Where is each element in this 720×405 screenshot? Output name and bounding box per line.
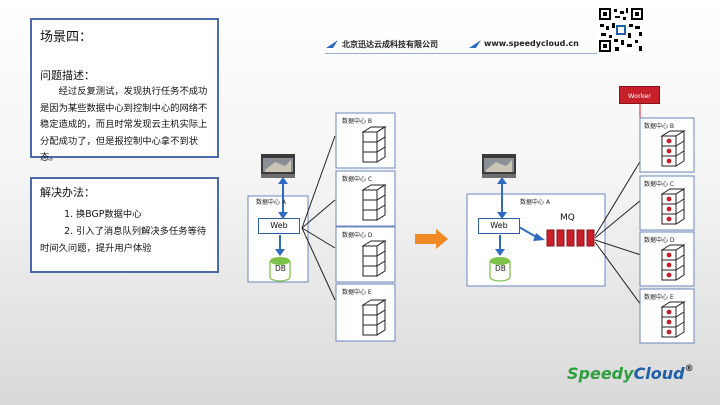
right-dc-d-label: 数据中心 D	[644, 237, 675, 244]
transition-arrow-icon	[415, 229, 448, 249]
header-arrow-icon	[469, 40, 481, 48]
left-db-label: DB	[275, 264, 286, 273]
left-dc-d-label: 数据中心 D	[342, 232, 373, 239]
qr-code	[597, 6, 645, 54]
solution-panel: 解决办法： 1. 换BGP数据中心 2. 引入了消息队列解决多任务等待时间久问题…	[30, 177, 219, 273]
right-db-label: DB	[495, 264, 506, 273]
company-name: 北京迅达云成科技有限公司	[342, 40, 438, 49]
server-cube-icon	[362, 126, 386, 163]
left-dc-a-label: 数据中心 A	[256, 199, 287, 206]
left-dc-e-label: 数据中心 E	[342, 289, 372, 296]
problem-text: 经过反复测试，发现执行任务不成功是因为某些数据中心到控制中心的网络不稳定造成的，…	[40, 86, 208, 163]
scenario-title: 场景四：	[40, 30, 93, 45]
qr-code-icon	[597, 6, 645, 54]
left-dc-c-label: 数据中心 C	[342, 176, 373, 183]
right-web-node: Web	[478, 218, 520, 234]
solution-heading: 解决办法：	[40, 186, 95, 199]
website-link[interactable]: www.speedycloud.cn	[484, 39, 579, 48]
registered-mark: ®	[684, 364, 694, 374]
header-arrow-icon	[326, 40, 338, 48]
worker-server-icon	[662, 131, 684, 166]
right-dc-b-label: 数据中心 B	[644, 123, 675, 130]
header-bar: 北京迅达云成科技有限公司 www.speedycloud.cn	[324, 38, 602, 50]
logo-part-1: Speedy	[567, 364, 634, 383]
solution-item-2: 2. 引入了消息队列解决多任务等待时间久问题，提升用户体验	[40, 226, 207, 254]
server-cube-icon	[362, 240, 386, 277]
worker-server-icon	[662, 245, 684, 280]
server-cube-icon	[362, 184, 386, 221]
left-diagram	[247, 112, 396, 342]
mq-label: MQ	[560, 213, 575, 223]
speedycloud-logo: SpeedyCloud®	[567, 364, 694, 383]
left-web-node: Web	[258, 218, 300, 234]
keyboard-icon	[261, 154, 295, 178]
solution-item-1: 1. 换BGP数据中心	[64, 209, 142, 220]
worker-server-icon	[662, 302, 684, 337]
keyboard-icon	[482, 154, 516, 178]
worker-server-icon	[662, 189, 684, 224]
problem-panel: 场景四： 问题描述： 经过反复测试，发现执行任务不成功是因为某些数据中心到控制中…	[30, 18, 219, 163]
problem-heading: 问题描述：	[40, 69, 95, 82]
worker-badge: Worker	[619, 86, 660, 104]
left-dc-b-label: 数据中心 B	[342, 118, 373, 125]
header-divider	[325, 53, 602, 54]
server-cube-icon	[362, 299, 386, 336]
right-dc-a-label: 数据中心 A	[520, 199, 551, 206]
right-dc-c-label: 数据中心 C	[644, 181, 675, 188]
right-dc-e-label: 数据中心 E	[644, 294, 674, 301]
right-diagram	[466, 104, 695, 344]
logo-part-2: Cloud	[633, 364, 685, 383]
